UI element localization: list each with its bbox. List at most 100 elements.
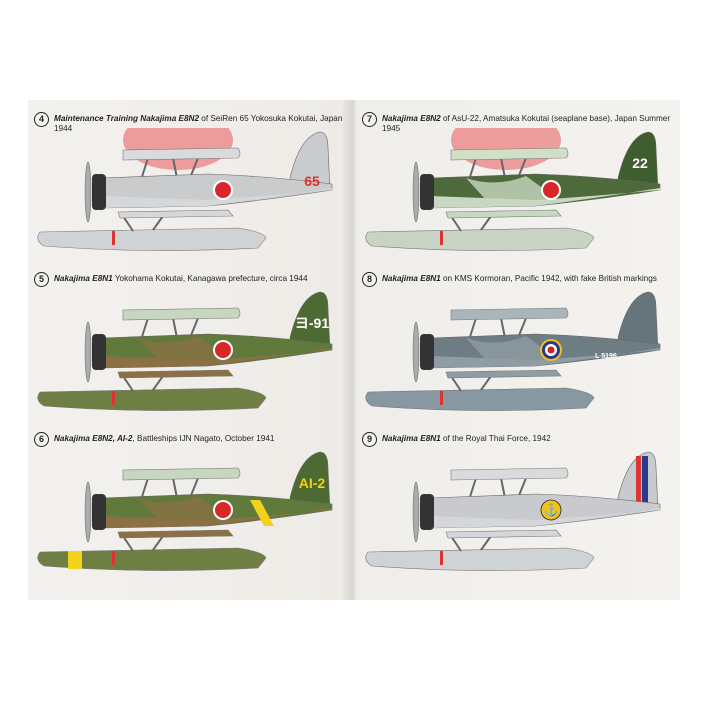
tail-code-marking: L 5196: [595, 353, 617, 360]
fuselage-underside: [430, 188, 660, 208]
struts: [122, 157, 199, 232]
upper-wing: [450, 307, 569, 321]
tail-code-marking: 65: [304, 173, 320, 189]
anchor-icon: ⚓: [544, 503, 559, 517]
thai-rudder-red: [636, 456, 641, 508]
profile-caption: Nakajima E8N1 on KMS Kormoran, Pacific 1…: [382, 274, 682, 284]
engine-cowling: [420, 174, 434, 210]
aircraft-title: Nakajima E8N1: [382, 274, 441, 283]
engine-cowling: [420, 334, 434, 370]
lower-wing: [445, 369, 562, 379]
aircraft-profile: AI-2: [37, 451, 333, 571]
hinomaru-roundel: [543, 182, 559, 198]
profile-caption: Maintenance Training Nakajima E8N2 of Se…: [54, 114, 354, 134]
aircraft-title: Maintenance Training Nakajima E8N2: [54, 114, 200, 123]
raf-roundel-red: [547, 346, 555, 354]
hinomaru-roundel: [215, 502, 231, 518]
fuselage-underside: [430, 348, 660, 368]
float-red-marker: [440, 551, 443, 565]
lower-wing: [117, 209, 234, 219]
profile-caption: Nakajima E8N1 Yokohama Kokutai, Kanagawa…: [54, 274, 354, 284]
lower-wing: [445, 529, 562, 539]
aircraft-title: Nakajima E8N1: [382, 434, 441, 443]
aircraft-profile: L 5196: [365, 291, 661, 411]
float-red-marker: [112, 551, 115, 565]
aircraft-profile: 22: [365, 128, 661, 251]
tail-code-marking: ヨ-91: [295, 315, 329, 331]
fuselage-underside: [102, 508, 332, 528]
main-float: [37, 387, 267, 411]
tail-fin: [617, 131, 659, 191]
aircraft-description: of SeiRen 65 Yokosuka Kokutai, Japan 194…: [54, 114, 343, 133]
tail-fin: [289, 131, 331, 191]
lower-wing: [117, 369, 234, 379]
aircraft-title: Nakajima E8N1: [54, 274, 113, 283]
aircraft-profile: ヨ-91: [37, 291, 333, 411]
upper-wing: [450, 147, 569, 161]
aircraft-title: Nakajima E8N2, AI-2: [54, 434, 133, 443]
fuselage-underside: [102, 188, 332, 208]
propeller: [84, 481, 92, 543]
profile-number-badge: 7: [362, 112, 377, 127]
engine-cowling: [420, 494, 434, 530]
propeller: [412, 321, 420, 383]
profile-number-badge: 8: [362, 272, 377, 287]
tail-code-marking: AI-2: [299, 475, 326, 491]
engine-cowling: [92, 174, 106, 210]
tail-code-marking: 22: [632, 155, 648, 171]
tail-fin: [289, 291, 331, 351]
aircraft-description: of AsU-22, Amatsuka Kokutai (seaplane ba…: [382, 114, 671, 133]
float-red-marker: [440, 231, 443, 245]
float-red-marker: [440, 391, 443, 405]
profile-9: 9 Nakajima E8N1 of the Royal Thai Force, …: [356, 426, 676, 586]
struts: [122, 477, 199, 552]
profile-number-badge: 6: [34, 432, 49, 447]
struts: [450, 477, 527, 552]
struts: [450, 157, 527, 232]
fuselage-yellow-band: [250, 500, 274, 526]
profile-8: 8 Nakajima E8N1 on KMS Kormoran, Pacific …: [356, 266, 676, 426]
profile-5: 5 Nakajima E8N1 Yokohama Kokutai, Kanagaw…: [28, 266, 348, 426]
aircraft-title: Nakajima E8N2: [382, 114, 441, 123]
main-float: [365, 227, 595, 251]
aircraft-profile: ⚓: [365, 451, 661, 571]
propeller: [84, 321, 92, 383]
aircraft-description: , Battleships IJN Nagato, October 1941: [132, 434, 275, 443]
camouflage-patch: [466, 176, 556, 202]
struts: [450, 317, 527, 392]
tail-fin: [289, 451, 331, 511]
anchor-roundel: [540, 499, 562, 521]
main-float: [37, 547, 267, 571]
float-red-marker: [112, 231, 115, 245]
propeller: [84, 161, 92, 223]
thai-rudder-blue: [642, 456, 648, 508]
profile-number-badge: 5: [34, 272, 49, 287]
fuselage-underside: [102, 348, 332, 368]
hinomaru-roundel: [215, 342, 231, 358]
main-float: [365, 387, 595, 411]
upper-wing: [122, 307, 241, 321]
propeller: [412, 161, 420, 223]
aircraft-description: on KMS Kormoran, Pacific 1942, with fake…: [440, 274, 657, 283]
upper-wing: [122, 467, 241, 481]
tail-fin: [617, 291, 659, 351]
upper-wing: [450, 467, 569, 481]
profile-number-badge: 9: [362, 432, 377, 447]
aircraft-description: Yokohama Kokutai, Kanagawa prefecture, c…: [112, 274, 308, 283]
aircraft-profile: 65: [37, 128, 333, 251]
propeller: [412, 481, 420, 543]
profile-7: 7 Nakajima E8N2 of AsU-22, Amatsuka Kokut…: [356, 106, 676, 266]
profile-caption: Nakajima E8N1 of the Royal Thai Force, 1…: [382, 434, 682, 444]
hinomaru-roundel: [215, 182, 231, 198]
struts: [122, 317, 199, 392]
aircraft-description: of the Royal Thai Force, 1942: [440, 434, 551, 443]
lower-wing: [445, 209, 562, 219]
profile-6: 6 Nakajima E8N2, AI-2, Battleships IJN Na…: [28, 426, 348, 586]
camouflage-patch: [466, 336, 556, 362]
fuselage-underside: [430, 508, 660, 528]
camouflage-patch: [138, 336, 228, 362]
main-float: [365, 547, 595, 571]
engine-cowling: [92, 334, 106, 370]
float-red-marker: [112, 391, 115, 405]
